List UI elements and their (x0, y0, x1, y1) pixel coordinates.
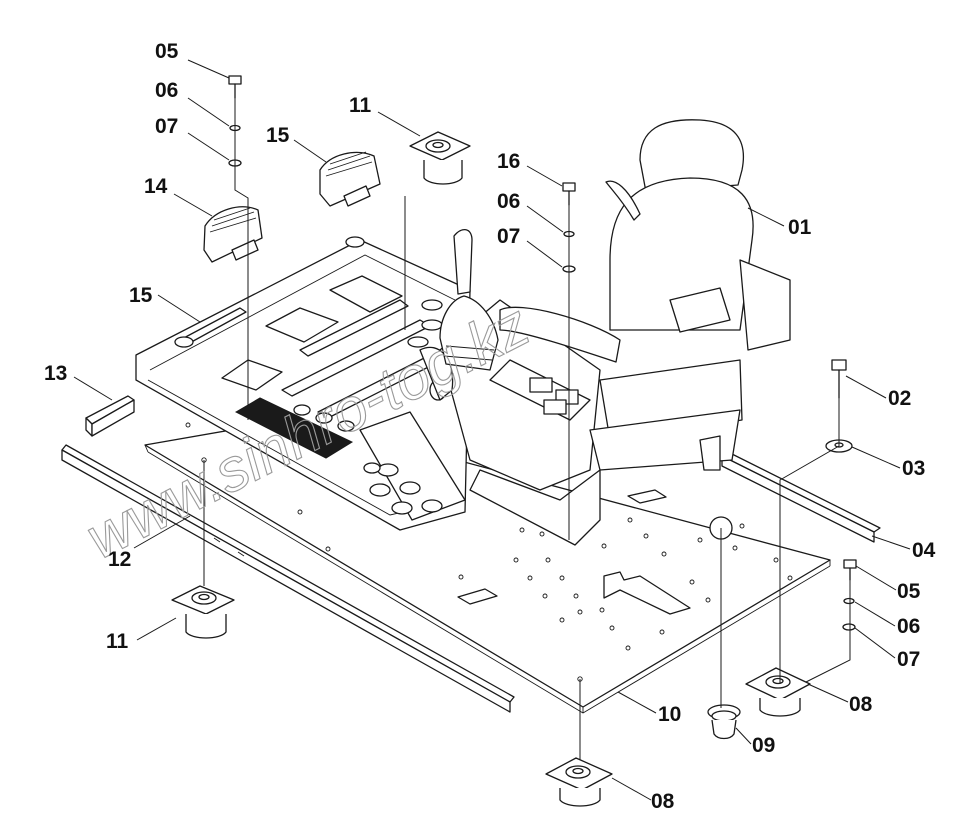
callout-16: 16 (497, 150, 520, 173)
callout-11-top: 11 (349, 94, 372, 117)
callout-05-top: 05 (155, 40, 179, 63)
operator-seat (499, 119, 791, 471)
mount-08-right (745, 667, 811, 717)
mount-11-bottom (171, 585, 235, 639)
callout-09: 09 (752, 734, 775, 757)
pedal-15-left (203, 206, 263, 263)
callout-leaders (73, 59, 911, 801)
bolt-05-right (842, 559, 857, 631)
assembly-lines (203, 98, 851, 760)
callout-04: 04 (912, 539, 936, 562)
callout-15-right: 15 (266, 124, 290, 147)
callout-10: 10 (658, 703, 681, 726)
rail-left-13 (85, 395, 135, 437)
callout-07-top: 07 (155, 115, 178, 138)
callout-14: 15 (129, 284, 153, 307)
mount-11-top (409, 131, 471, 185)
bolt-16 (562, 182, 576, 273)
callout-08-bottom: 08 (651, 790, 675, 813)
callout-12: 12 (108, 548, 131, 571)
floor-mat (135, 236, 471, 531)
callout-01: 01 (788, 216, 812, 239)
callout-05-right: 05 (897, 580, 921, 603)
pedal-15-right (319, 151, 381, 207)
callout-06-right: 06 (897, 615, 920, 638)
callout-07-right: 07 (897, 648, 920, 671)
callout-labels: 05 06 07 15 14 11 16 06 07 01 02 03 04 0… (44, 40, 936, 813)
callout-07-middle: 07 (497, 225, 520, 248)
callout-06-middle: 06 (497, 190, 520, 213)
grommet-09 (707, 704, 741, 740)
joystick-lever (439, 229, 499, 371)
callout-06-top: 06 (155, 79, 178, 102)
callout-02: 02 (888, 387, 911, 410)
mount-08-bottom (545, 757, 613, 807)
callout-08-right: 08 (849, 693, 873, 716)
callout-11-bottom: 11 (106, 630, 129, 653)
rail-front-long (61, 444, 515, 713)
callout-13: 13 (44, 362, 67, 385)
callout-15-left: 14 (144, 175, 168, 198)
mounting-holes (185, 422, 793, 682)
callout-03: 03 (902, 457, 925, 480)
rail-right-04 (721, 451, 881, 543)
